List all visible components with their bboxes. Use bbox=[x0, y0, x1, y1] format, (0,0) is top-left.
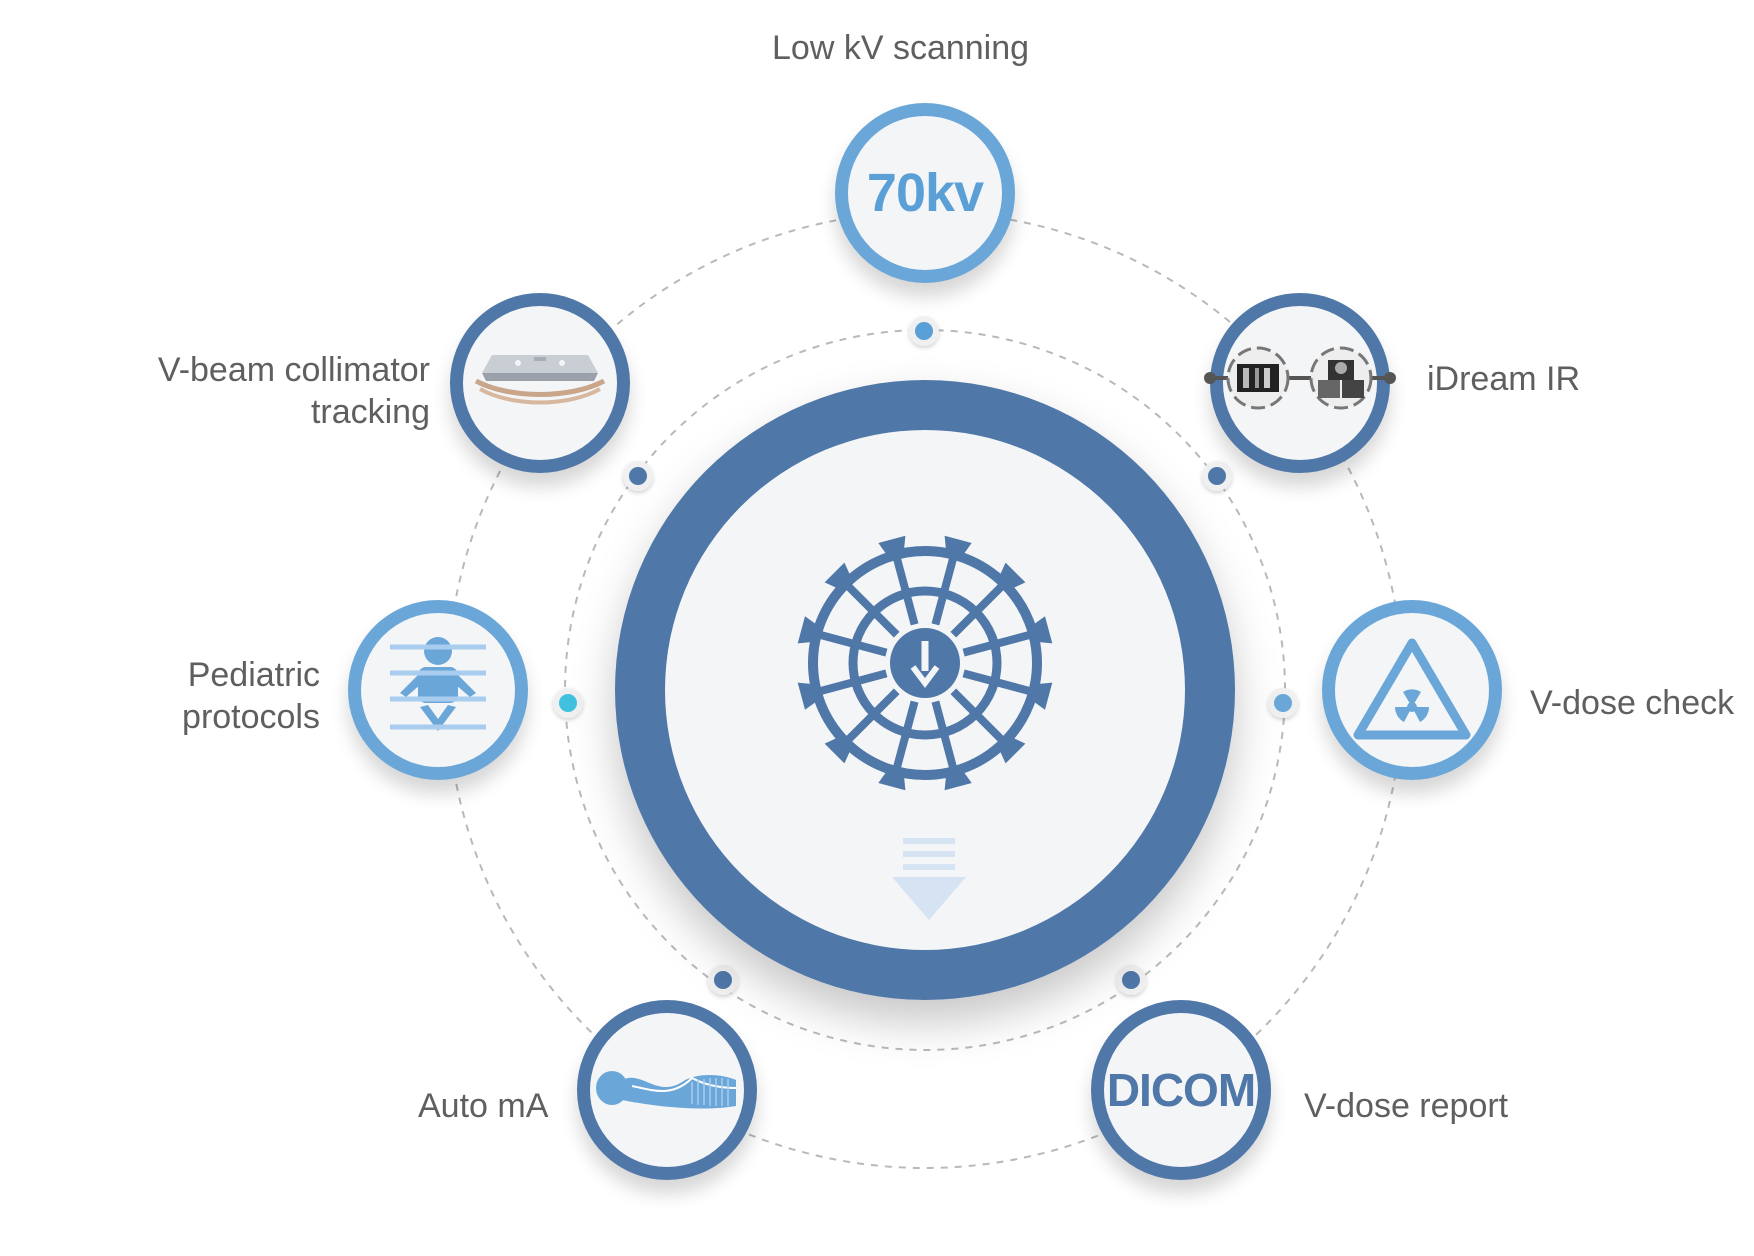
orbit-dot bbox=[708, 965, 738, 995]
gear-spoke bbox=[890, 700, 919, 780]
gear-tooth bbox=[1031, 616, 1053, 644]
node-vdose-report[interactable]: DICOM bbox=[1091, 1000, 1271, 1180]
gear-tooth bbox=[998, 736, 1026, 764]
node-idream[interactable] bbox=[1204, 293, 1396, 473]
gear-spoke bbox=[837, 688, 900, 751]
gear-spoke bbox=[931, 700, 960, 780]
gear-tooth bbox=[878, 769, 906, 791]
gear-tooth bbox=[824, 736, 852, 764]
orbit-dot bbox=[1268, 688, 1298, 718]
orbit-dot bbox=[1116, 965, 1146, 995]
gear-spoke bbox=[808, 669, 888, 698]
gear-spoke bbox=[890, 546, 919, 626]
gear-down-arrow-icon bbox=[797, 535, 1053, 791]
gear-tooth bbox=[797, 616, 819, 644]
gear-spoke bbox=[808, 628, 888, 657]
label-vdose-report: V-dose report bbox=[1304, 1087, 1509, 1125]
patient-body-icon bbox=[596, 1071, 737, 1109]
label-vbeam-line-1: V-beam collimator bbox=[157, 351, 430, 389]
gear-spoke bbox=[931, 546, 960, 626]
down-arrow-icon bbox=[892, 838, 966, 920]
dicom-text-icon: DICOM bbox=[1106, 1064, 1256, 1116]
label-auto-ma: Auto mA bbox=[418, 1087, 549, 1125]
label-vbeam-line-2: tracking bbox=[310, 393, 430, 431]
gear-tooth bbox=[998, 562, 1026, 590]
orbit-dot bbox=[909, 316, 939, 346]
child-figure-icon bbox=[390, 637, 486, 731]
70kv-text-icon: 70kv bbox=[866, 163, 984, 223]
gear-spoke bbox=[837, 575, 900, 638]
gear-tooth bbox=[878, 535, 906, 557]
gear-tooth bbox=[1031, 682, 1053, 710]
label-pediatric-line-1: Pediatric bbox=[187, 656, 320, 694]
label-idream: iDream IR bbox=[1427, 360, 1581, 398]
node-pediatric[interactable] bbox=[348, 600, 528, 780]
orbit-dots bbox=[553, 316, 1298, 995]
node-vbeam[interactable] bbox=[450, 293, 630, 473]
gear-spoke bbox=[962, 628, 1042, 657]
gear-spoke bbox=[950, 575, 1013, 638]
gear-spoke bbox=[962, 669, 1042, 698]
gear-spoke bbox=[950, 688, 1013, 751]
node-low-kv[interactable]: 70kv bbox=[835, 103, 1015, 283]
orbit-dot bbox=[553, 688, 583, 718]
orbit-dot bbox=[623, 461, 653, 491]
label-vdose-check: V-dose check bbox=[1530, 684, 1735, 722]
label-pediatric-line-2: protocols bbox=[182, 698, 320, 736]
radiation-warning-icon bbox=[1353, 638, 1471, 740]
collimator-icon bbox=[474, 355, 606, 405]
label-low-kv: Low kV scanning bbox=[772, 29, 1030, 67]
label-pediatric: Pediatric protocols bbox=[60, 654, 320, 738]
orbit-dot bbox=[1202, 461, 1232, 491]
image-reconstruction-icon bbox=[1204, 346, 1396, 410]
gear-tooth bbox=[824, 562, 852, 590]
node-auto-ma[interactable] bbox=[577, 1000, 757, 1180]
gear-tooth bbox=[944, 769, 972, 791]
label-vbeam: V-beam collimator tracking bbox=[60, 349, 430, 433]
gear-tooth bbox=[944, 535, 972, 557]
gear-tooth bbox=[797, 682, 819, 710]
node-vdose-check[interactable] bbox=[1322, 600, 1502, 780]
